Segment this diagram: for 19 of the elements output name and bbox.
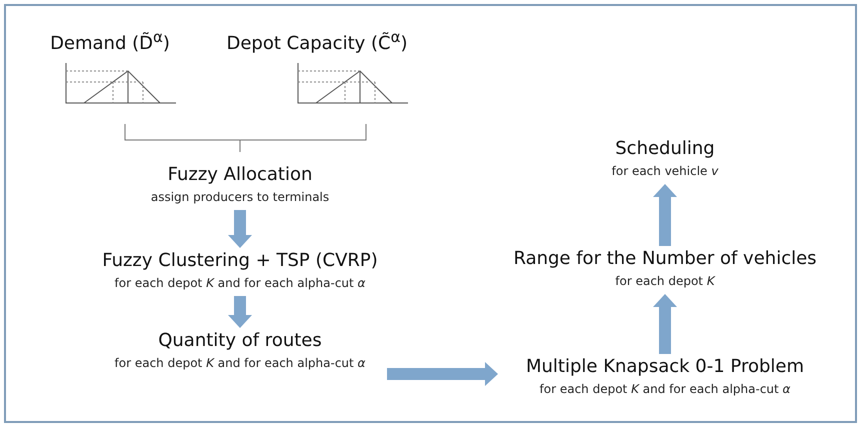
step-description: for each vehicle v bbox=[612, 163, 718, 179]
block-arrow bbox=[387, 362, 498, 386]
step-title: Scheduling bbox=[615, 138, 715, 160]
step-title: Multiple Knapsack 0-1 Problem bbox=[526, 356, 804, 378]
step-description: assign producers to terminals bbox=[150, 189, 330, 205]
step-title: Quantity of routes bbox=[158, 330, 322, 352]
block-arrow bbox=[653, 184, 677, 246]
step-title: Depot Capacity (C̃$^{α}$) bbox=[226, 27, 408, 55]
block-arrow bbox=[228, 296, 252, 328]
step-title: Demand (D̃$^{α}$) bbox=[50, 27, 170, 55]
step-description: for each depot K and for each alpha-cut α bbox=[114, 355, 366, 371]
block-arrow bbox=[228, 210, 252, 248]
step-title: Fuzzy Allocation bbox=[168, 164, 312, 186]
step-title: Fuzzy Clustering + TSP (CVRP) bbox=[102, 250, 378, 272]
step-description: for each depot K bbox=[615, 273, 715, 289]
block-arrow bbox=[653, 294, 677, 354]
step-description: for each depot K and for each alpha-cut α bbox=[114, 275, 366, 291]
step-title: Range for the Number of vehicles bbox=[513, 248, 817, 270]
step-description: for each depot K and for each alpha-cut α bbox=[540, 381, 790, 397]
